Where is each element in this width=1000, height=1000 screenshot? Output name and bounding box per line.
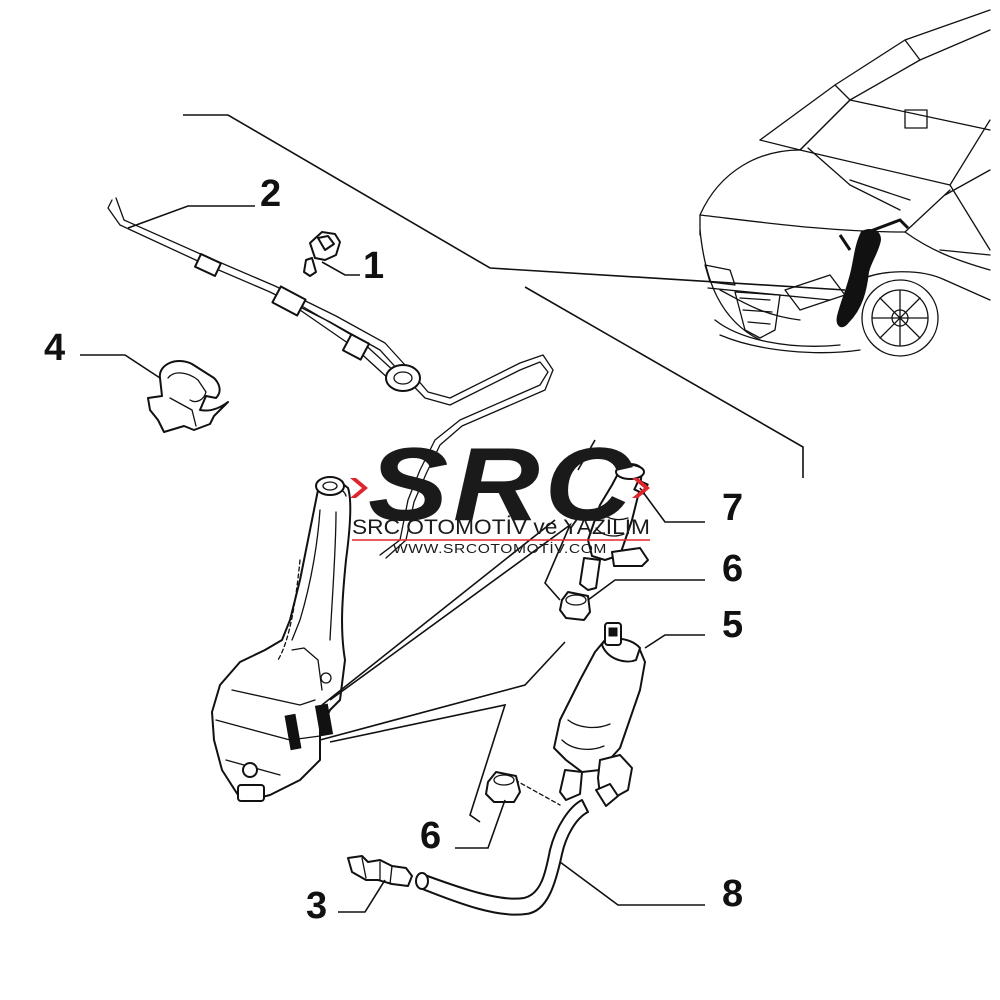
callout-2: 2 [260, 173, 281, 215]
leader-2 [127, 205, 255, 229]
watermark-url: WWW.SRCOTOMOTİV.COM [393, 541, 607, 556]
callout-leaders [80, 205, 705, 913]
callout-3: 3 [306, 885, 327, 927]
callout-1: 1 [363, 245, 384, 287]
hose-clip [147, 359, 229, 433]
pump-grommet-upper [559, 591, 591, 621]
watermark-right-chevron [632, 478, 650, 498]
leader-6a [587, 579, 705, 601]
leader-6b [455, 799, 506, 849]
watermark-logo-text: SRC [368, 427, 636, 543]
leader-8 [559, 861, 705, 906]
callout-numbers: 1 2 3 4 5 6 6 7 8 [44, 173, 743, 927]
reservoir-location-highlight [836, 218, 910, 328]
washer-hose-assembly [107, 197, 554, 559]
leader-5 [644, 634, 705, 649]
leader-4 [80, 354, 161, 379]
watermark-left-chevron [350, 478, 368, 498]
leader-3 [338, 879, 386, 913]
assembly-guide-lines [319, 439, 596, 823]
car-illustration [699, 9, 991, 357]
spray-nozzle [303, 231, 341, 277]
pump-grommet-lower [485, 771, 521, 803]
callout-6-upper: 6 [722, 548, 743, 590]
perspective-lines [183, 114, 846, 478]
washer-pump-upper [579, 463, 649, 591]
leader-7 [639, 487, 705, 523]
leader-1 [321, 261, 360, 276]
callout-8: 8 [722, 873, 743, 915]
washer-pump-lower [553, 622, 646, 807]
watermark-company: SRC OTOMOTİV ve YAZILIM [352, 516, 650, 539]
assembly-dashed-line [514, 779, 561, 806]
callout-4: 4 [44, 327, 65, 369]
callout-5: 5 [722, 604, 743, 646]
hose [415, 799, 589, 916]
callout-6-lower: 6 [420, 815, 441, 857]
washer-reservoir [211, 476, 352, 802]
callout-7: 7 [722, 487, 743, 529]
src-watermark: SRC SRC OTOMOTİV ve YAZILIM WWW.SRCOTOMO… [350, 427, 650, 556]
hose-connector [347, 855, 413, 887]
